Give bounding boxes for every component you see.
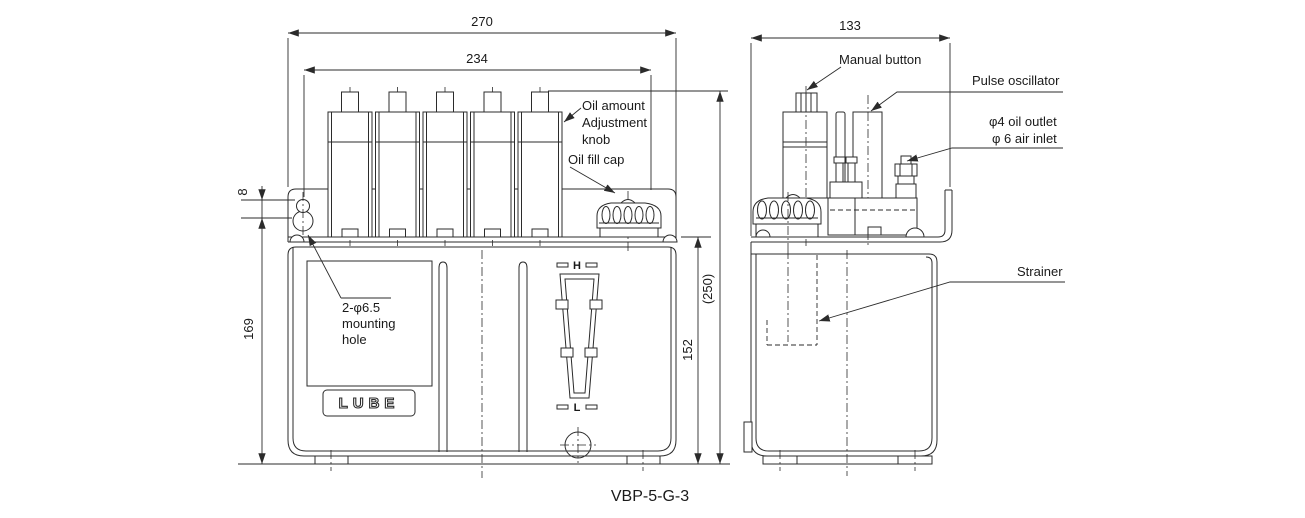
leader-mounting-hole — [307, 234, 342, 299]
screw-dome — [755, 229, 771, 238]
gauge-high-tick — [585, 262, 598, 268]
front-view — [238, 29, 730, 478]
tank-rib — [518, 261, 528, 452]
side-tab — [743, 421, 753, 453]
screw-dome — [662, 234, 678, 243]
manifold-and-fittings — [827, 155, 918, 236]
label-mounting-hole-line2: mounting — [342, 316, 396, 331]
model-number-title: VBP-5-G-3 — [610, 488, 690, 505]
label-mounting-hole-line1: 2-φ6.5 — [342, 300, 381, 315]
leader-air-inlet — [906, 147, 1063, 162]
gauge-low-tick — [556, 404, 569, 410]
side-view — [743, 34, 1065, 476]
gauge-low-letter: L — [573, 402, 581, 414]
reservoir-tank-side — [743, 242, 938, 457]
adjustment-knob — [388, 91, 407, 113]
pump-unit-3 — [422, 91, 468, 238]
dim-text-tank-height: 152 — [680, 339, 695, 361]
label-air-inlet: φ 6 air inlet — [992, 131, 1057, 146]
label-oil-amount-line1: Oil amount — [582, 98, 645, 113]
leader-pulse-oscillator — [870, 91, 1063, 112]
label-oil-amount-line3: knob — [582, 132, 611, 147]
label-oil-amount-line2: Adjustment — [582, 115, 648, 130]
label-strainer: Strainer — [1017, 264, 1063, 279]
pump-unit-1 — [327, 91, 373, 238]
gauge-high-letter: H — [573, 260, 581, 272]
adjustment-knob — [436, 91, 454, 113]
top-plate-front — [288, 234, 678, 243]
pump-unit-2 — [375, 91, 420, 238]
dim-text-hole-height: 169 — [241, 318, 256, 340]
pump-unit-5 — [517, 91, 563, 238]
feet-front — [238, 450, 730, 471]
oil-level-gauge — [555, 262, 603, 410]
screw-dome — [905, 227, 925, 238]
air-inlet-fitting — [894, 155, 918, 199]
pump-side — [782, 86, 828, 246]
oil-fill-cap-front — [596, 191, 662, 251]
pump-units — [327, 91, 563, 238]
oil-fill-cap-side — [752, 192, 822, 250]
pump-unit-4 — [470, 91, 515, 238]
drain-port — [560, 427, 596, 463]
label-pulse-oscillator: Pulse oscillator — [972, 73, 1060, 88]
reservoir-tank-front — [287, 246, 677, 478]
screw-dome — [289, 234, 305, 243]
label-mounting-hole-line3: hole — [342, 332, 367, 347]
dimensions-side — [750, 34, 1065, 322]
leader-oil-fill-cap — [569, 166, 616, 194]
brand-logo-plate — [322, 389, 416, 417]
brand-logo: LUBE — [338, 394, 400, 412]
dim-text-overall-width: 270 — [471, 14, 493, 29]
gauge-high-tick — [556, 262, 569, 268]
tank-rib — [438, 261, 448, 452]
label-manual-button: Manual button — [839, 52, 922, 67]
label-oil-outlet: φ4 oil outlet — [989, 114, 1057, 129]
dimensions-front — [241, 29, 728, 464]
top-plate-side — [751, 189, 953, 243]
leader-manual-button — [806, 66, 842, 91]
nameplate-area — [306, 260, 433, 387]
leader-oil-amount-knob — [563, 107, 582, 123]
label-oil-fill-cap: Oil fill cap — [568, 152, 625, 167]
dim-text-overall-height: (250) — [700, 273, 715, 305]
gauge-low-tick — [585, 404, 598, 410]
adjustment-knob — [341, 91, 359, 113]
leader-strainer — [818, 281, 1065, 322]
dim-text-overall-depth: 133 — [839, 18, 861, 33]
strainer-hidden — [766, 250, 818, 346]
adjustment-knob — [483, 91, 502, 113]
adjustment-knob — [531, 91, 549, 113]
dim-text-mounting-pitch: 234 — [466, 51, 488, 66]
dim-text-hole-offset: 8 — [235, 188, 250, 196]
feet-side — [762, 450, 933, 471]
